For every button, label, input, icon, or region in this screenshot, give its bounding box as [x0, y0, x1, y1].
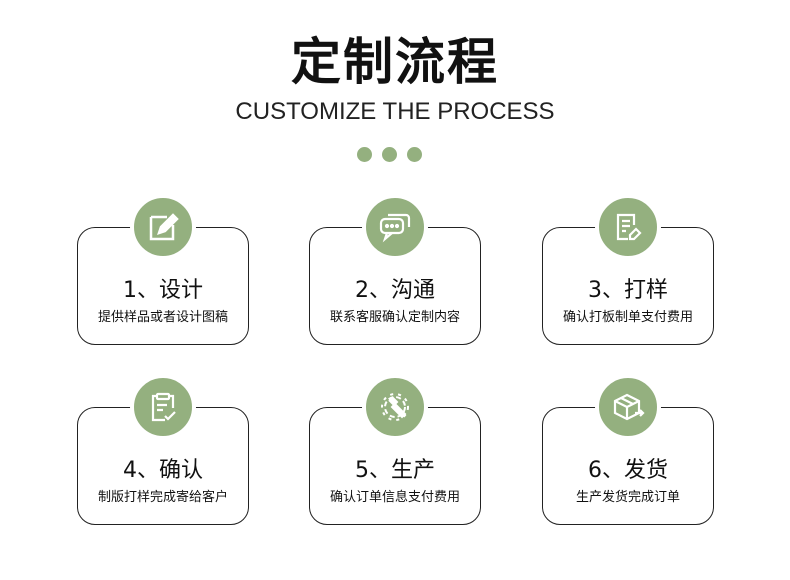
dot [357, 147, 372, 162]
step-description: 确认打板制单支付费用 [562, 310, 693, 325]
step-description: 生产发货完成订单 [575, 490, 680, 505]
step-card-communicate: 2、沟通 联系客服确认定制内容 [309, 194, 481, 345]
step-title: 2、沟通 [355, 278, 435, 303]
step-title: 1、设计 [123, 278, 203, 303]
step-card-sample: 3、打样 确认打板制单支付费用 [542, 194, 714, 345]
decorative-dots [357, 147, 422, 162]
step-card-shipping: 6、发货 生产发货完成订单 [542, 374, 714, 525]
edit-icon [130, 194, 196, 260]
step-title: 4、确认 [123, 458, 203, 483]
gear-wrench-icon [362, 374, 428, 440]
step-title: 6、发货 [588, 458, 668, 483]
step-description: 制版打样完成寄给客户 [97, 490, 228, 505]
step-description: 提供样品或者设计图稿 [97, 310, 228, 325]
dot [382, 147, 397, 162]
step-description: 联系客服确认定制内容 [329, 310, 460, 325]
clipboard-check-icon [130, 374, 196, 440]
step-card-confirm: 4、确认 制版打样完成寄给客户 [77, 374, 249, 525]
page-subtitle: CUSTOMIZE THE PROCESS [235, 98, 555, 125]
step-title: 3、打样 [588, 278, 668, 303]
page-title: 定制流程 [291, 33, 499, 91]
document-tag-icon [595, 194, 661, 260]
dot [407, 147, 422, 162]
step-description: 确认订单信息支付费用 [329, 490, 460, 505]
step-card-production: 5、生产 确认订单信息支付费用 [309, 374, 481, 525]
step-title: 5、生产 [355, 458, 435, 483]
box-shipping-icon [595, 374, 661, 440]
chat-icon [362, 194, 428, 260]
step-card-design: 1、设计 提供样品或者设计图稿 [77, 194, 249, 345]
